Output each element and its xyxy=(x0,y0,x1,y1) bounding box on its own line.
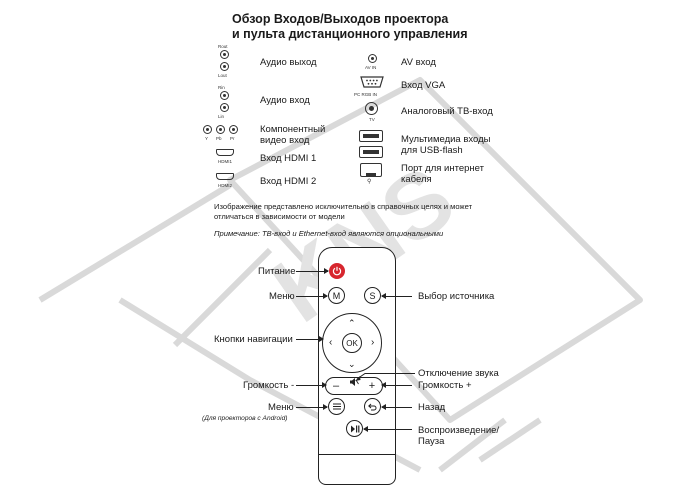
callout-power: Питание xyxy=(258,266,296,277)
callout-volume-up: Громкость + xyxy=(418,380,472,391)
audio-out-icon: Rout Lout xyxy=(218,44,232,80)
title-line-1: Обзор Входов/Выходов проектора xyxy=(232,12,449,26)
back-icon xyxy=(368,403,377,410)
power-button[interactable] xyxy=(329,263,345,279)
play-pause-icon xyxy=(350,425,359,432)
hdmi-icon: HDMI1 xyxy=(214,148,240,166)
chevron-right-icon[interactable]: › xyxy=(371,337,375,348)
label-hdmi-2: Вход HDMI 2 xyxy=(260,176,317,187)
port-tag: TV xyxy=(369,117,375,122)
av-icon: AV IN xyxy=(362,52,384,74)
label-usb: Мультимедиа входы для USB-flash xyxy=(401,134,491,156)
callout-arrow xyxy=(296,336,324,342)
callout-arrow xyxy=(296,382,327,388)
callout-back: Назад xyxy=(418,402,446,413)
label-component: Компонентный видео вход xyxy=(260,124,326,146)
chevron-up-icon[interactable]: ⌃ xyxy=(348,318,356,328)
label-av-in: AV вход xyxy=(401,57,436,68)
disclaimer: Изображение представлено исключительно в… xyxy=(214,202,473,221)
label-audio-in: Аудио вход xyxy=(260,95,310,106)
tv-icon: TV xyxy=(362,100,384,124)
callout-arrow xyxy=(296,404,328,410)
chevron-left-icon[interactable]: ‹ xyxy=(329,337,333,348)
callout-arrow xyxy=(381,404,412,410)
title-line-2: и пульта дистанционного управления xyxy=(232,27,468,41)
port-tag: Pr xyxy=(230,136,235,141)
note-optional: Примечание: ТВ-вход и Ethernet-вход явля… xyxy=(214,229,444,238)
chevron-down-icon[interactable]: ⌄ xyxy=(348,359,356,369)
hdmi-icon: HDMI2 xyxy=(214,172,240,190)
callout-arrow xyxy=(381,382,412,388)
callout-menu-android: Меню xyxy=(268,402,294,413)
callout-arrow xyxy=(355,373,415,381)
component-icon: Y Pb Pr xyxy=(203,123,247,143)
port-tag: HDMI1 xyxy=(218,159,233,164)
source-button[interactable]: S xyxy=(364,287,381,304)
audio-in-icon: Rin Lin xyxy=(218,85,232,121)
volume-up-button[interactable]: + xyxy=(364,378,380,394)
callout-source: Выбор источника xyxy=(418,291,495,302)
usb-icon xyxy=(357,130,385,164)
callout-menu: Меню xyxy=(269,291,295,302)
callout-volume-down: Громкость - xyxy=(243,380,295,391)
port-tag: HDMI2 xyxy=(218,183,233,188)
volume-down-button[interactable]: – xyxy=(328,378,344,394)
port-tag: Rout xyxy=(218,44,228,49)
ethernet-icon: ⚲ xyxy=(358,163,384,191)
vga-icon: PC RGB IN xyxy=(352,75,392,99)
remote-body xyxy=(318,247,396,485)
callout-nav: Кнопки навигации xyxy=(214,334,293,345)
android-menu-button[interactable] xyxy=(328,398,345,415)
label-hdmi-1: Вход HDMI 1 xyxy=(260,153,317,164)
port-tag: Pb xyxy=(216,136,222,141)
label-vga: Вход VGA xyxy=(401,80,446,91)
nav-pad: ⌃ ⌄ ‹ › OK xyxy=(322,313,382,373)
port-tag: PC RGB IN xyxy=(354,92,378,97)
port-tag: Lin xyxy=(218,114,225,119)
label-ethernet: Порт для интернет кабеля xyxy=(401,163,484,185)
label-audio-out: Аудио выход xyxy=(260,57,317,68)
port-tag: Lout xyxy=(218,73,227,78)
callout-mute: Отключение звука xyxy=(418,368,499,379)
ok-button[interactable]: OK xyxy=(342,333,362,353)
port-tag: Rin xyxy=(218,85,225,90)
callout-play-pause: Воспроизведение/ Пауза xyxy=(418,425,500,447)
power-icon xyxy=(332,266,342,276)
page-title: Обзор Входов/Выходов проектора и пульта … xyxy=(232,12,468,42)
hamburger-icon xyxy=(332,403,341,410)
callout-menu-android-note: (Для проекторов с Android) xyxy=(202,415,288,422)
port-tag: Y xyxy=(205,136,209,141)
port-tag: AV IN xyxy=(365,65,377,70)
menu-button[interactable]: M xyxy=(328,287,345,304)
play-pause-button[interactable] xyxy=(346,420,363,437)
callout-arrow xyxy=(296,293,328,299)
callout-arrow xyxy=(296,268,329,274)
label-tv-in: Аналоговый ТВ-вход xyxy=(401,106,493,117)
callout-arrow xyxy=(363,426,412,432)
back-button[interactable] xyxy=(364,398,381,415)
callout-arrow xyxy=(381,293,412,299)
